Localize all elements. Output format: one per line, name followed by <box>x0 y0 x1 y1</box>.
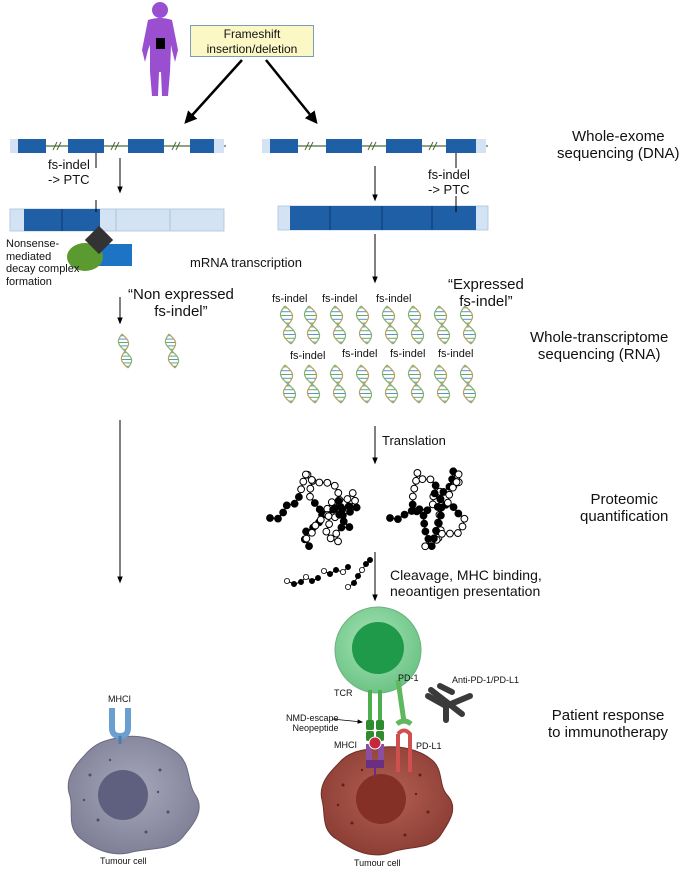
tumour-cell-right <box>320 746 454 856</box>
pdl1-label: PD-L1 <box>416 741 442 751</box>
rna-helix <box>355 364 373 404</box>
fs-indel-tag: fs-indel <box>438 348 474 360</box>
rna-helix <box>279 364 297 404</box>
peptide-fragment <box>283 574 321 588</box>
nmd-label: Nonsense- mediated decay complex formati… <box>6 238 80 288</box>
mutation-box: Frameshift insertion/deletion <box>190 25 314 57</box>
t-cell <box>334 606 422 694</box>
rna-helix <box>381 305 399 345</box>
cleavage-label: Cleavage, MHC binding, neoantigen presen… <box>390 567 542 600</box>
rna-helix <box>355 305 373 345</box>
mhc-left <box>109 708 131 744</box>
mrna-right <box>277 196 489 231</box>
fs-indel-tag: fs-indel <box>342 348 378 360</box>
peptide-fragment <box>344 557 373 591</box>
pdl1-ligand <box>396 728 412 772</box>
rna-helices <box>117 305 477 404</box>
rna-helix <box>381 364 399 404</box>
tumour-left-label: Tumour cell <box>100 856 147 866</box>
rna-helix <box>303 305 321 345</box>
anti-pd1-antibody <box>425 683 473 723</box>
tumour-cell-left <box>67 735 200 855</box>
left-fs-indel-ptc-label: fs-indel -> PTC <box>48 157 90 187</box>
rna-helix <box>164 333 180 369</box>
peptide-fragments <box>283 557 373 591</box>
mhc-right <box>366 736 384 776</box>
stage-immunotherapy: Patient response to immunotherapy <box>548 707 669 742</box>
stage-rnaseq: Whole-transcriptome sequencing (RNA) <box>530 329 669 364</box>
rna-helix <box>407 364 425 404</box>
right-fs-indel-ptc-label: fs-indel -> PTC <box>428 167 470 197</box>
mrna-transcription-label: mRNA transcription <box>190 255 302 270</box>
anti-pd-label: Anti-PD-1/PD-L1 <box>452 675 520 685</box>
non-expressed-label: “Non expressed fs-indel” <box>128 286 234 321</box>
rna-helix <box>303 364 321 404</box>
fs-indel-tag: fs-indel <box>390 348 426 360</box>
pd1-label: PD-1 <box>398 673 419 683</box>
neopeptide-pointer <box>331 718 364 724</box>
gene-dna-right <box>262 139 488 168</box>
rna-helix <box>433 364 451 404</box>
mhc-left-label: MHCI <box>108 694 131 704</box>
flow-arrows <box>117 158 378 602</box>
rna-helix <box>329 305 347 345</box>
peptide-fragment <box>320 564 351 578</box>
fs-indel-tag: fs-indel <box>376 293 412 305</box>
gene-dna-left <box>10 139 226 168</box>
tcr-label: TCR <box>334 688 353 698</box>
translation-label: Translation <box>382 433 446 448</box>
patient-figure <box>142 2 178 96</box>
mhc-right-label: MHCI <box>334 740 357 750</box>
nmd-escape-label: NMD-escape Neopeptide <box>286 713 339 734</box>
split-arrows <box>184 59 318 124</box>
fs-indel-tag: fs-indel <box>272 293 308 305</box>
protein-chain <box>386 467 469 551</box>
tcr-receptor <box>366 690 384 741</box>
rna-helix <box>433 305 451 345</box>
stage-wes: Whole-exome sequencing (DNA) <box>557 128 680 163</box>
rna-helix <box>459 364 477 404</box>
protein-chain <box>266 470 361 551</box>
fs-indel-tag: fs-indel <box>290 350 326 362</box>
expressed-label: “Expressed fs-indel” <box>448 276 524 311</box>
pd1-receptor <box>395 679 413 726</box>
rna-helix <box>329 364 347 404</box>
mrna-left <box>9 200 225 232</box>
rna-helix <box>459 305 477 345</box>
fs-indel-tag: fs-indel <box>322 293 358 305</box>
rna-helix <box>407 305 425 345</box>
proteins <box>266 467 469 551</box>
stage-proteomics: Proteomic quantification <box>580 491 669 526</box>
tumour-right-label: Tumour cell <box>354 858 401 868</box>
rna-helix <box>279 305 297 345</box>
rna-helix <box>117 333 133 369</box>
